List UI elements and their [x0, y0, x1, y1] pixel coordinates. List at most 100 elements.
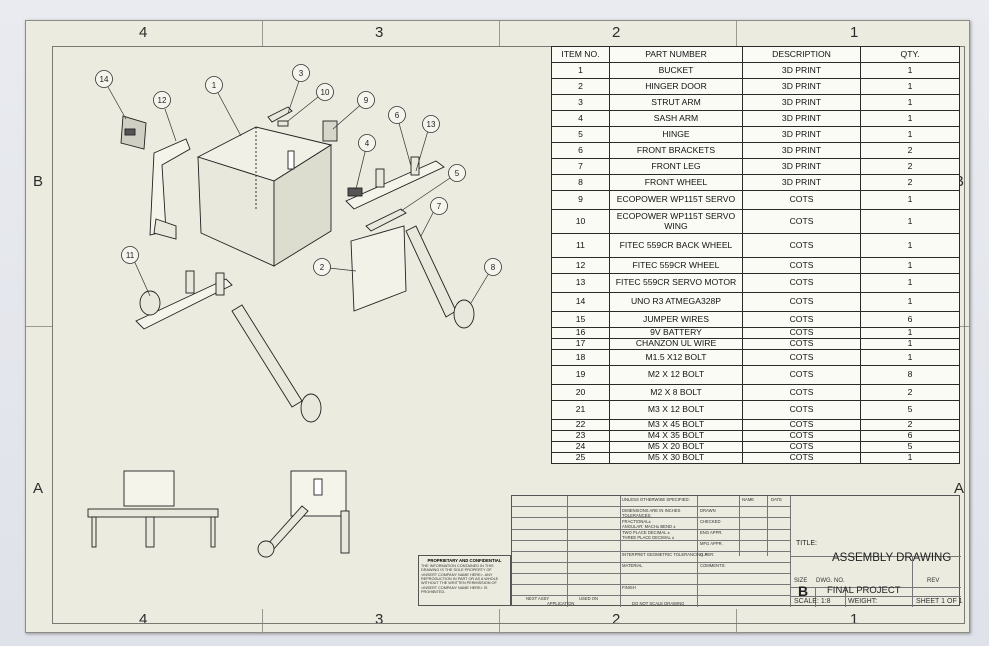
bom-cell-description: COTS	[742, 327, 861, 339]
bom-cell-description: 3D PRINT	[742, 78, 861, 95]
bom-cell-item-no: 24	[551, 441, 610, 453]
application-label: APPLICATION	[547, 601, 575, 606]
bom-cell-item-no: 12	[551, 257, 610, 274]
bom-cell-description: COTS	[742, 257, 861, 274]
balloon-label: 7	[437, 202, 442, 211]
bom-cell-qty: 5	[860, 441, 960, 453]
bom-cell-description: COTS	[742, 441, 861, 453]
zone-col-bottom-1: 1	[850, 611, 859, 628]
balloon-label: 2	[320, 263, 325, 272]
dwg-no-label: DWG. NO.	[816, 578, 845, 584]
material-label: MATERIAL	[622, 563, 643, 568]
balloon-label: 5	[455, 169, 460, 178]
bom-cell-item-no: 22	[551, 419, 610, 431]
bom-cell-item-no: 11	[551, 233, 610, 258]
bom-cell-part-number: ECOPOWER WP115T SERVO	[609, 190, 743, 210]
bom-cell-part-number: FRONT WHEEL	[609, 174, 743, 191]
dimensions-note: DIMENSIONS ARE IN INCHES	[622, 508, 681, 513]
bom-cell-part-number: BUCKET	[609, 62, 743, 79]
bom-cell-qty: 1	[860, 292, 960, 312]
drawing-number: FINAL PROJECT	[827, 585, 901, 596]
bom-cell-description: 3D PRINT	[742, 174, 861, 191]
zone-col-top-3: 3	[375, 24, 384, 41]
bom-header-item-no: ITEM NO.	[551, 46, 610, 63]
bom-cell-qty: 1	[860, 78, 960, 95]
bom-cell-item-no: 5	[551, 126, 610, 143]
zone-col-top-4: 4	[139, 24, 148, 41]
two-place-tolerance: TWO PLACE DECIMAL ±	[622, 530, 670, 535]
drawn-label: DRAWN	[700, 508, 716, 513]
sheet-label: SHEET 1 OF 1	[916, 598, 963, 605]
bom-cell-part-number: M2 X 8 BOLT	[609, 384, 743, 401]
finish-label: FINISH	[622, 585, 636, 590]
bom-cell-part-number: UNO R3 ATMEGA328P	[609, 292, 743, 312]
bom-cell-item-no: 21	[551, 400, 610, 420]
bom-cell-part-number: HINGER DOOR	[609, 78, 743, 95]
bom-cell-qty: 1	[860, 338, 960, 350]
bom-cell-description: 3D PRINT	[742, 94, 861, 111]
bom-cell-description: COTS	[742, 349, 861, 366]
bom-cell-description: COTS	[742, 338, 861, 350]
bom-cell-description: 3D PRINT	[742, 158, 861, 175]
bom-header-row: ITEM NO. PART NUMBER DESCRIPTION QTY.	[551, 46, 960, 63]
bom-cell-qty: 1	[860, 273, 960, 293]
proprietary-block: PROPRIETARY AND CONFIDENTIAL THE INFORMA…	[418, 555, 511, 606]
bom-cell-item-no: 17	[551, 338, 610, 350]
unless-specified-text: UNLESS OTHERWISE SPECIFIED:	[622, 497, 690, 502]
bom-cell-qty: 2	[860, 174, 960, 191]
next-assy-label: NEXT ASSY	[526, 596, 550, 601]
drawing-border	[52, 46, 965, 624]
bom-cell-item-no: 8	[551, 174, 610, 191]
bom-cell-item-no: 25	[551, 452, 610, 464]
balloon-label: 3	[299, 69, 304, 78]
bom-cell-item-no: 15	[551, 311, 610, 328]
bom-cell-qty: 1	[860, 209, 960, 234]
bom-cell-qty: 2	[860, 158, 960, 175]
balloon-label: 13	[427, 120, 436, 129]
bom-cell-description: 3D PRINT	[742, 142, 861, 159]
bom-cell-description: COTS	[742, 311, 861, 328]
bom-header-part-number: PART NUMBER	[609, 46, 743, 63]
size-label: SIZE	[794, 578, 808, 584]
bom-cell-description: COTS	[742, 209, 861, 234]
balloon-label: 12	[158, 96, 167, 105]
date-column-header: DATE	[771, 497, 782, 502]
bom-cell-qty: 2	[860, 142, 960, 159]
bom-cell-qty: 1	[860, 349, 960, 366]
bom-cell-part-number: 9V BATTERY	[609, 327, 743, 339]
bom-cell-part-number: M1.5 X12 BOLT	[609, 349, 743, 366]
exploded-view-drawing: 14 12 1 3 10 9 6 13 4 5 7 2 8 11	[87, 64, 502, 558]
name-column-header: NAME	[742, 497, 755, 502]
bom-cell-item-no: 20	[551, 384, 610, 401]
do-not-scale-note: DO NOT SCALE DRAWING	[632, 601, 685, 606]
bom-cell-part-number: JUMPER WIRES	[609, 311, 743, 328]
bom-cell-qty: 1	[860, 94, 960, 111]
rev-label: REV	[927, 578, 940, 584]
balloon-label: 4	[365, 139, 370, 148]
balloon-label: 9	[364, 96, 369, 105]
used-on-label: USED ON	[579, 596, 599, 601]
checked-label: CHECKED	[700, 519, 721, 524]
bom-cell-description: COTS	[742, 292, 861, 312]
bom-cell-qty: 2	[860, 384, 960, 401]
bom-cell-part-number: FRONT BRACKETS	[609, 142, 743, 159]
bom-cell-qty: 1	[860, 257, 960, 274]
title-block: UNLESS OTHERWISE SPECIFIED: NAME DATE DI…	[511, 495, 963, 607]
zone-col-bottom-4: 4	[139, 611, 148, 628]
bom-cell-item-no: 6	[551, 142, 610, 159]
